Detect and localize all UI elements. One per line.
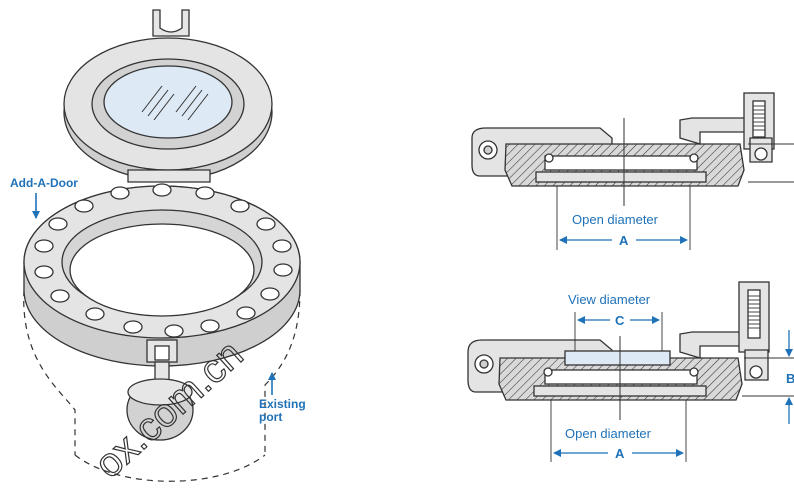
bolt-hole: [200, 319, 220, 333]
top-bore: [544, 155, 698, 171]
bottom-latch-pivot: [749, 365, 763, 379]
existing-port-label-line2: port: [259, 410, 282, 424]
bolt-hole: [236, 306, 256, 320]
bolt-hole: [110, 186, 130, 200]
bolt-hole: [260, 287, 280, 301]
bottom-dim-c-letter: C: [615, 313, 625, 328]
bottom-latch-thread: [748, 295, 760, 329]
bottom-dim-a-letter: A: [615, 446, 625, 461]
top-open-diameter-label: Open diameter: [572, 212, 659, 227]
bolt-hole: [195, 186, 215, 200]
bolt-hole: [256, 217, 276, 231]
perspective-illustration: [23, 9, 301, 482]
latch-assembly: [126, 339, 194, 441]
top-latch-pivot: [754, 147, 768, 161]
bottom-open-diameter-label: Open diameter: [565, 426, 652, 441]
top-dimensions: Open diameter A: [559, 212, 688, 248]
door-lid: [63, 37, 273, 181]
bottom-bore: [544, 369, 698, 385]
glass-reflection-marks: [141, 85, 209, 121]
existing-port-callout: Existing port: [259, 372, 306, 424]
add-a-door-callout: Add-A-Door: [10, 176, 78, 219]
top-cross-section: [471, 92, 775, 250]
hinge-arm: [127, 169, 211, 183]
bolt-hole: [74, 199, 94, 213]
bottom-oring-right: [689, 367, 699, 377]
bottom-dimensions: View diameter C Open diameter A: [553, 292, 684, 461]
flange-ring: [23, 183, 301, 367]
dim-b-letter: B: [786, 371, 794, 386]
flange-bore: [69, 223, 255, 317]
bottom-view-diameter-label: View diameter: [568, 292, 651, 307]
knob-face: [127, 378, 193, 406]
bottom-oring-left: [543, 367, 553, 377]
bolt-hole: [273, 263, 293, 277]
bolt-hole: [34, 265, 54, 279]
top-dim-a-letter: A: [619, 233, 629, 248]
bolt-hole: [272, 239, 292, 253]
latch-slot: [154, 345, 170, 361]
existing-port-label-line1: Existing: [259, 397, 306, 411]
top-latch-thread: [753, 105, 765, 131]
bolt-hole: [34, 239, 54, 253]
add-a-door-label: Add-A-Door: [10, 176, 78, 190]
top-hinge-bracket: [152, 9, 190, 37]
dim-b: B: [742, 143, 794, 424]
bolt-holes: [34, 183, 293, 338]
top-oring-right: [689, 153, 699, 163]
top-hinge-pin-inner: [483, 145, 493, 155]
bolt-hole: [50, 289, 70, 303]
bottom-cross-section: [467, 281, 770, 462]
bolt-hole: [85, 307, 105, 321]
existing-port-outline: [23, 289, 301, 482]
top-seat: [535, 171, 707, 183]
bottom-hinge-pin-inner: [479, 359, 489, 369]
bolt-hole: [123, 320, 143, 334]
bolt-hole: [152, 183, 172, 197]
top-oring-left: [544, 153, 554, 163]
latch-stem: [154, 361, 170, 381]
bolt-hole: [230, 199, 250, 213]
bolt-hole: [164, 324, 184, 338]
bottom-viewport-glass: [564, 350, 671, 366]
bolt-hole: [48, 217, 68, 231]
bottom-latch-screw: [747, 289, 761, 339]
